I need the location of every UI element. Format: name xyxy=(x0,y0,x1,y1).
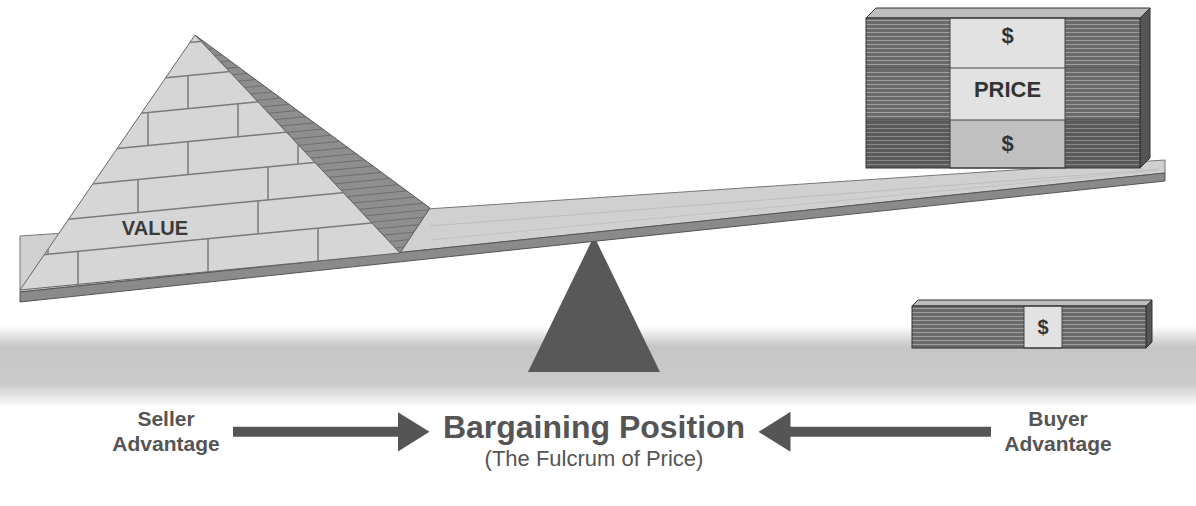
pyramid-stripe xyxy=(168,26,448,53)
price-stack-text: $ xyxy=(1001,24,1013,48)
money-stack-shape xyxy=(912,300,1152,348)
brick-joint xyxy=(207,239,209,272)
brick-row xyxy=(13,150,438,191)
pyramid-stripe xyxy=(168,0,448,4)
brick-joint xyxy=(187,76,189,109)
stack-top xyxy=(866,8,1150,18)
stack-divider xyxy=(866,120,1140,121)
pointer-arrow xyxy=(779,427,992,437)
pyramid-stripe xyxy=(168,0,448,11)
brick-row xyxy=(13,18,438,59)
pyramid-stripe xyxy=(168,12,448,39)
bargaining-title-text: (The Fulcrum of Price) xyxy=(485,445,704,474)
value-pyramid: VALUE xyxy=(18,30,438,302)
brick-row xyxy=(13,84,438,125)
brick-joint xyxy=(257,201,259,234)
stack-side xyxy=(1140,8,1150,168)
brick-joint xyxy=(237,104,239,137)
value-pyramid-text: VALUE xyxy=(122,217,188,239)
bill-edges xyxy=(1062,306,1146,348)
brick-joint xyxy=(267,167,269,200)
brick-joint xyxy=(77,251,79,284)
pointer-arrow xyxy=(233,427,410,437)
pyramid-stripe xyxy=(168,0,448,25)
brick-joint xyxy=(147,113,149,146)
seller-label: Seller Advantage xyxy=(107,404,225,461)
brick-row xyxy=(13,183,438,224)
seller-label-text: Seller Advantage xyxy=(112,406,219,456)
bill-edges xyxy=(912,306,1024,348)
price-stack-text: $ xyxy=(1001,132,1013,156)
plank-grain xyxy=(430,170,1160,240)
buyer-label-text: Buyer Advantage xyxy=(1004,406,1111,456)
brick-joint xyxy=(137,180,139,213)
stack-divider xyxy=(866,68,1140,69)
bargaining-title-text: Bargaining Position xyxy=(443,410,745,445)
price-stack-text: PRICE xyxy=(974,78,1041,102)
stack-top xyxy=(912,300,1152,306)
brick-row xyxy=(13,216,438,257)
price-stack: $ PRICE $ xyxy=(866,8,1150,168)
pyramid-stripe xyxy=(168,0,448,18)
money-band xyxy=(1024,306,1062,348)
stack-shade xyxy=(866,120,1140,168)
brick-joint xyxy=(297,131,299,164)
pyramid-stripe xyxy=(168,19,448,46)
buyer-label: Buyer Advantage xyxy=(999,404,1117,461)
stack-outline xyxy=(866,18,1140,168)
bargaining-title: Bargaining Position(The Fulcrum of Price… xyxy=(438,408,751,478)
pyramid-stripe xyxy=(168,5,448,32)
brick-row xyxy=(13,117,438,158)
brick-joint xyxy=(187,142,189,175)
money-stack: $ xyxy=(912,300,1152,348)
stack-outline xyxy=(912,306,1146,348)
stack-side xyxy=(1146,300,1152,348)
money-stack-text: $ xyxy=(1037,316,1048,338)
pyramid-shape xyxy=(18,30,438,302)
brick-joint xyxy=(317,228,319,261)
fulcrum-triangle xyxy=(528,236,660,372)
brick-joint xyxy=(47,221,49,254)
brick-row xyxy=(13,51,438,92)
